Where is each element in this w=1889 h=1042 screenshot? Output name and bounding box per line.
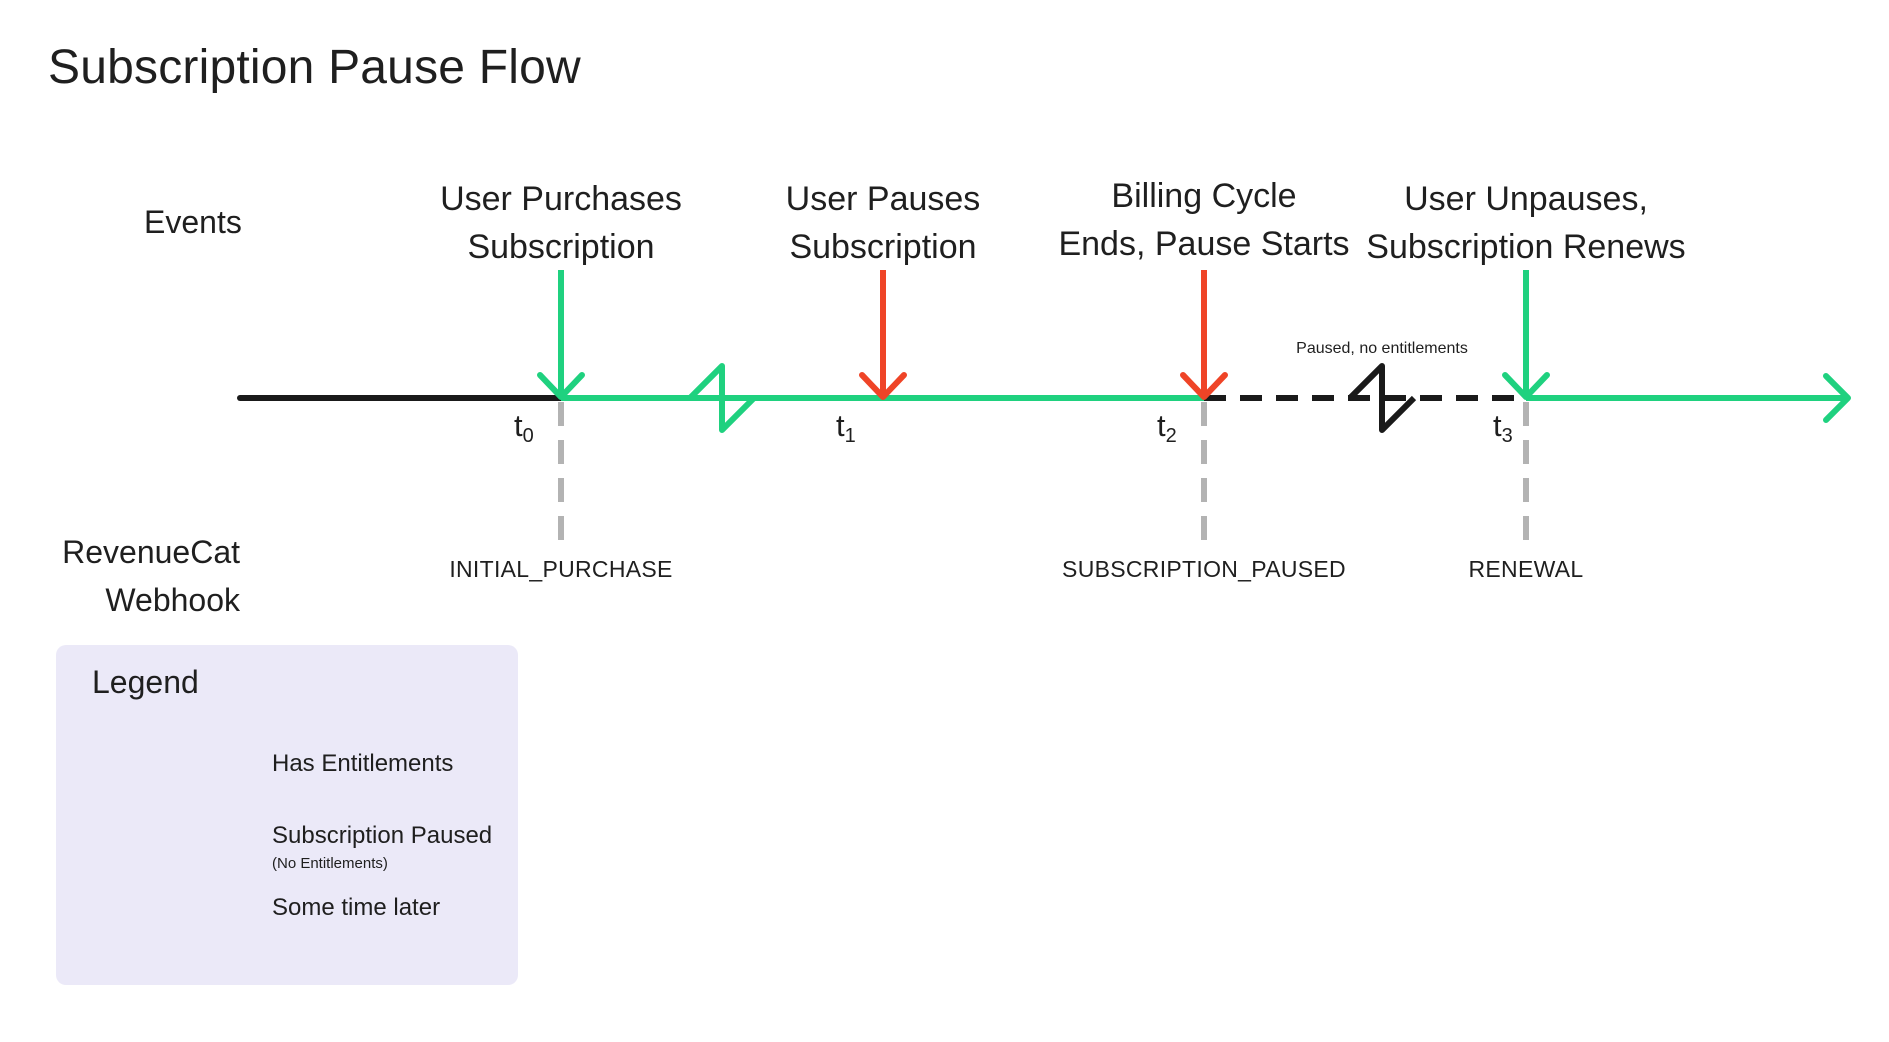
timeline-end-arrowhead-icon	[1823, 373, 1851, 423]
event-label-pause-line2: Subscription	[789, 228, 977, 266]
event-arrow-pause	[859, 270, 907, 400]
webhook-label-renewal: RENEWAL	[1468, 556, 1584, 582]
lane-label-webhook-line1: RevenueCat	[62, 534, 240, 570]
lane-label-webhook: RevenueCat Webhook	[40, 528, 240, 624]
event-label-renew-line2: Subscription Renews	[1366, 228, 1686, 266]
webhook-label-subscription-paused: SUBSCRIPTION_PAUSED	[1062, 556, 1346, 582]
event-label-pause-start-line1: Billing Cycle	[1111, 177, 1297, 215]
event-arrow-renew	[1502, 270, 1550, 400]
event-label-pause-start: Billing Cycle Ends, Pause Starts	[1044, 172, 1364, 268]
legend-label-time-break: Some time later	[272, 894, 441, 921]
event-label-renew-line1: User Unpauses,	[1404, 180, 1648, 218]
event-label-purchase-line1: User Purchases	[440, 180, 682, 218]
tick-label-t1: t1	[836, 408, 856, 447]
lane-label-events: Events	[144, 204, 242, 240]
event-label-pause: User Pauses Subscription	[723, 175, 1043, 271]
legend-label-paused: Subscription Paused	[272, 822, 493, 849]
legend-panel	[56, 645, 518, 985]
event-arrow-purchase	[537, 270, 585, 400]
tick-label-t2: t2	[1157, 408, 1177, 447]
event-label-purchase: User Purchases Subscription	[401, 175, 721, 271]
pause-note: Paused, no entitlements	[1296, 340, 1468, 357]
tick-label-t3: t3	[1493, 408, 1513, 447]
time-break-icon	[687, 363, 757, 433]
legend-label-entitled: Has Entitlements	[272, 750, 454, 777]
legend-title: Legend	[92, 664, 199, 700]
event-label-purchase-line2: Subscription	[467, 228, 655, 266]
legend-sublabel-paused: (No Entitlements)	[272, 855, 388, 872]
event-label-pause-line1: User Pauses	[785, 180, 981, 218]
event-label-renew: User Unpauses, Subscription Renews	[1366, 175, 1686, 271]
lane-label-webhook-line2: Webhook	[105, 582, 240, 618]
event-arrow-pause-start	[1180, 270, 1228, 400]
event-label-pause-start-line2: Ends, Pause Starts	[1058, 225, 1350, 263]
webhook-label-initial-purchase: INITIAL_PURCHASE	[449, 556, 673, 582]
tick-label-t0: t0	[514, 408, 534, 447]
time-break-icon-paused	[1347, 363, 1417, 433]
page-title: Subscription Pause Flow	[48, 41, 581, 94]
